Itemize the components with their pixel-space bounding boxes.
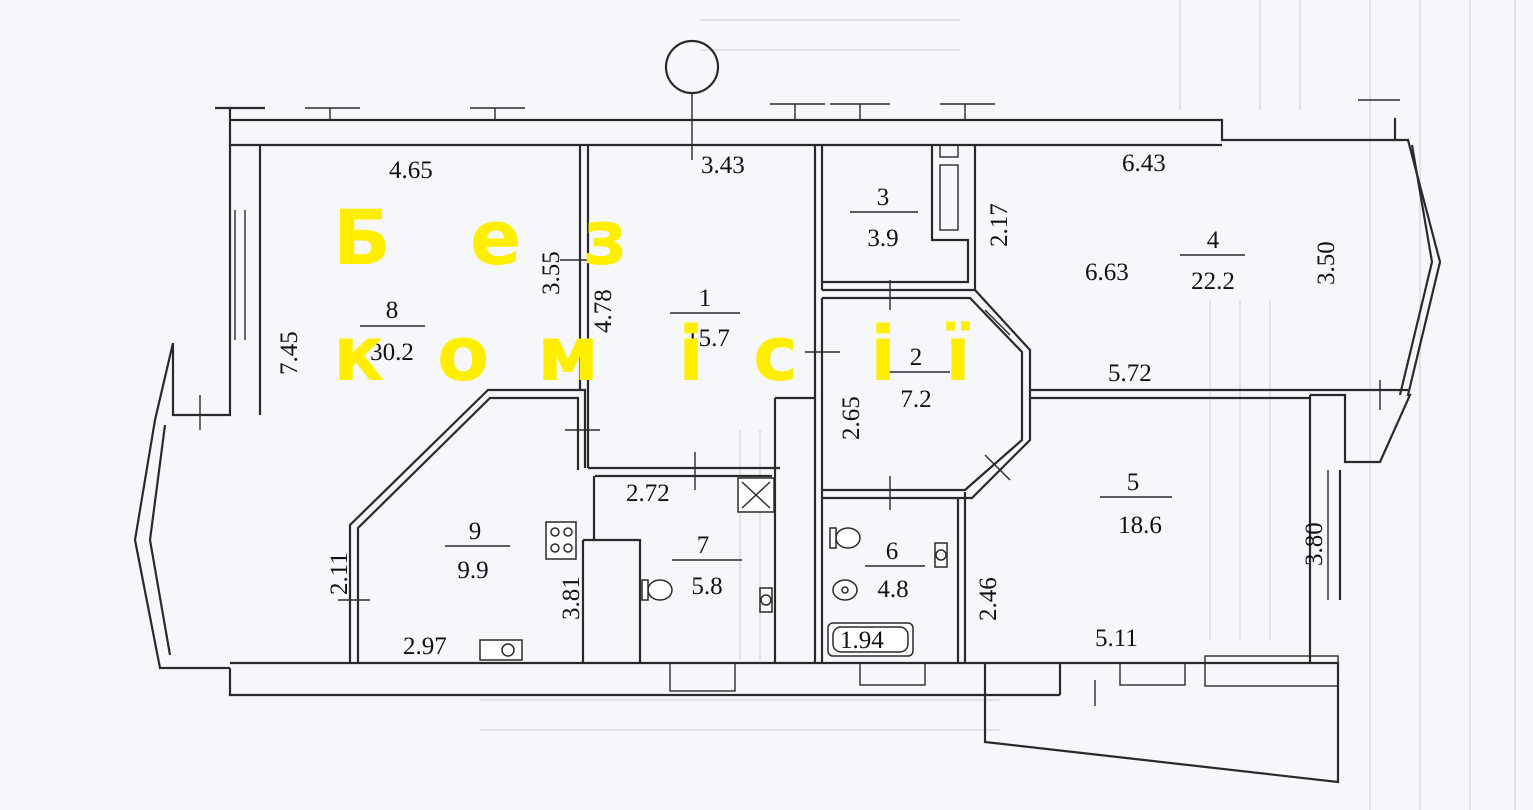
- room-label-9: 9 9.9: [445, 518, 510, 584]
- dimension-labels: 4.65 3.43 6.43 6.63 5.72 2.72 2.97 5.11 …: [276, 150, 1340, 660]
- toilet-icon: [641, 579, 673, 601]
- walls: [133, 39, 1442, 784]
- room-area: 3.9: [867, 225, 898, 252]
- room-label-7: 7 5.8: [672, 532, 742, 600]
- room-number: 8: [386, 297, 399, 324]
- room-area: 4.8: [877, 576, 908, 603]
- room-number: 1: [699, 285, 712, 312]
- watermark-letter: с: [753, 309, 798, 398]
- dimension-label: 2.97: [403, 633, 447, 660]
- dimension-label: 3.43: [701, 152, 745, 179]
- room-number: 3: [877, 184, 890, 211]
- room-area: 18.6: [1118, 512, 1162, 539]
- bathtub-icon: [827, 622, 914, 657]
- ventilation-shaft-icon: [737, 477, 775, 513]
- room-number: 9: [469, 518, 482, 545]
- washbasin-icon: [759, 587, 773, 613]
- fixtures: [479, 477, 948, 661]
- dimension-label: 3.55: [538, 251, 565, 295]
- dimension-label: 3.81: [558, 576, 585, 620]
- watermark-letter: о: [437, 309, 489, 398]
- room-label-6: 6 4.8: [865, 538, 925, 603]
- watermark-letter: і: [678, 309, 704, 398]
- room-number: 4: [1207, 227, 1220, 254]
- room-area: 22.2: [1191, 268, 1235, 295]
- watermark-letter: з: [583, 193, 627, 282]
- room-number: 5: [1127, 469, 1140, 496]
- room-number: 7: [697, 532, 710, 559]
- watermark: Б е з к о м і с і ї: [333, 193, 971, 398]
- room-area: 15.7: [686, 325, 730, 352]
- dimension-label: 2.72: [626, 480, 670, 507]
- kitchen-sink-icon: [479, 639, 523, 661]
- watermark-letter: е: [470, 193, 522, 282]
- room-area: 30.2: [370, 339, 414, 366]
- watermark-letter: і: [870, 309, 896, 398]
- dimension-label: 4.78: [590, 289, 617, 333]
- room-label-1: 1 15.7: [670, 285, 740, 352]
- dimension-label: 3.50: [1313, 241, 1340, 285]
- dimension-label: 3.80: [1301, 522, 1328, 566]
- room-area: 5.8: [691, 573, 722, 600]
- room-label-4: 4 22.2: [1180, 227, 1245, 295]
- stove-icon: [545, 521, 577, 560]
- room-label-8: 8 30.2: [360, 297, 425, 366]
- dimension-label: 2.46: [975, 577, 1002, 621]
- dimension-label: 1.94: [840, 627, 884, 654]
- dimension-label: 2.65: [838, 396, 865, 440]
- room-area: 7.2: [900, 386, 931, 413]
- room-labels: 8 30.2 1 15.7 3 3.9 4 22.2 2 7.2 5 18.6: [360, 184, 1245, 603]
- watermark-letter: м: [537, 309, 599, 398]
- door-markers: [199, 259, 1381, 706]
- room-label-3: 3 3.9: [850, 184, 918, 252]
- watermark-letter: Б: [333, 193, 391, 282]
- dimension-label: 2.11: [326, 552, 353, 595]
- room-label-2: 2 7.2: [885, 344, 950, 413]
- toilet-icon: [829, 527, 861, 549]
- dimension-label: 6.43: [1122, 150, 1166, 177]
- dimension-label: 7.45: [276, 331, 303, 375]
- dimension-label: 5.72: [1108, 360, 1152, 387]
- room-label-5: 5 18.6: [1100, 469, 1172, 539]
- washbasin-icon: [934, 542, 948, 568]
- dimension-label: 5.11: [1095, 625, 1138, 652]
- watermark-letter: ї: [945, 309, 971, 398]
- watermark-letter: к: [333, 309, 385, 398]
- dimension-label: 6.63: [1085, 259, 1129, 286]
- room-area: 9.9: [457, 557, 488, 584]
- room-number: 6: [886, 538, 899, 565]
- bidet-icon: [832, 579, 858, 601]
- room-number: 2: [910, 344, 923, 371]
- dimension-label: 4.65: [389, 157, 433, 184]
- background-document-lines: [480, 0, 1516, 810]
- dimension-label: 2.17: [986, 203, 1013, 247]
